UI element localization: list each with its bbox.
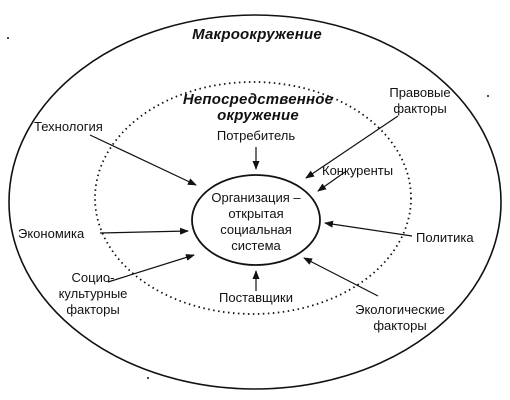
organization-ellipse xyxy=(191,174,321,266)
label-socio-line2: культурные xyxy=(58,286,128,301)
macro-environment-title: Макроокружение xyxy=(192,26,322,43)
organization-line2: открытая xyxy=(228,206,284,221)
micro-environment-title-line2: окружение xyxy=(217,107,299,124)
arrow-legal xyxy=(305,115,399,179)
label-politics: Политика xyxy=(416,230,474,245)
arrow-politics xyxy=(324,220,413,237)
macro-environment-ellipse xyxy=(8,14,502,390)
arrow-ecology xyxy=(303,257,379,297)
scan-dot-bottom xyxy=(147,377,149,379)
micro-environment-ellipse xyxy=(94,81,412,315)
arrow-socio-cultural xyxy=(107,254,195,283)
label-competitors: Конкуренты xyxy=(322,163,394,178)
label-legal-line1: Правовые xyxy=(389,85,451,100)
label-eco-line2: факторы xyxy=(373,318,427,333)
label-suppliers: Поставщики xyxy=(219,290,293,305)
label-consumer: Потребитель xyxy=(216,128,296,143)
label-economy: Экономика xyxy=(18,226,85,241)
organization-line1: Организация – xyxy=(211,190,301,205)
arrow-competitors xyxy=(317,171,346,192)
label-legal-line2: факторы xyxy=(393,101,447,116)
label-eco-line1: Экологические xyxy=(355,302,445,317)
scan-dot-right xyxy=(487,95,489,97)
arrow-technology xyxy=(89,134,197,186)
organization-line3: социальная xyxy=(220,222,292,237)
arrow-economy xyxy=(99,227,189,235)
organization-line4: система xyxy=(231,238,281,253)
label-socio-line3: факторы xyxy=(66,302,120,317)
scan-dot-left xyxy=(7,37,9,39)
micro-environment-title-line1: Непосредственное xyxy=(182,91,334,108)
label-technology: Технология xyxy=(34,119,103,134)
label-socio-line1: Социо- xyxy=(71,270,115,285)
